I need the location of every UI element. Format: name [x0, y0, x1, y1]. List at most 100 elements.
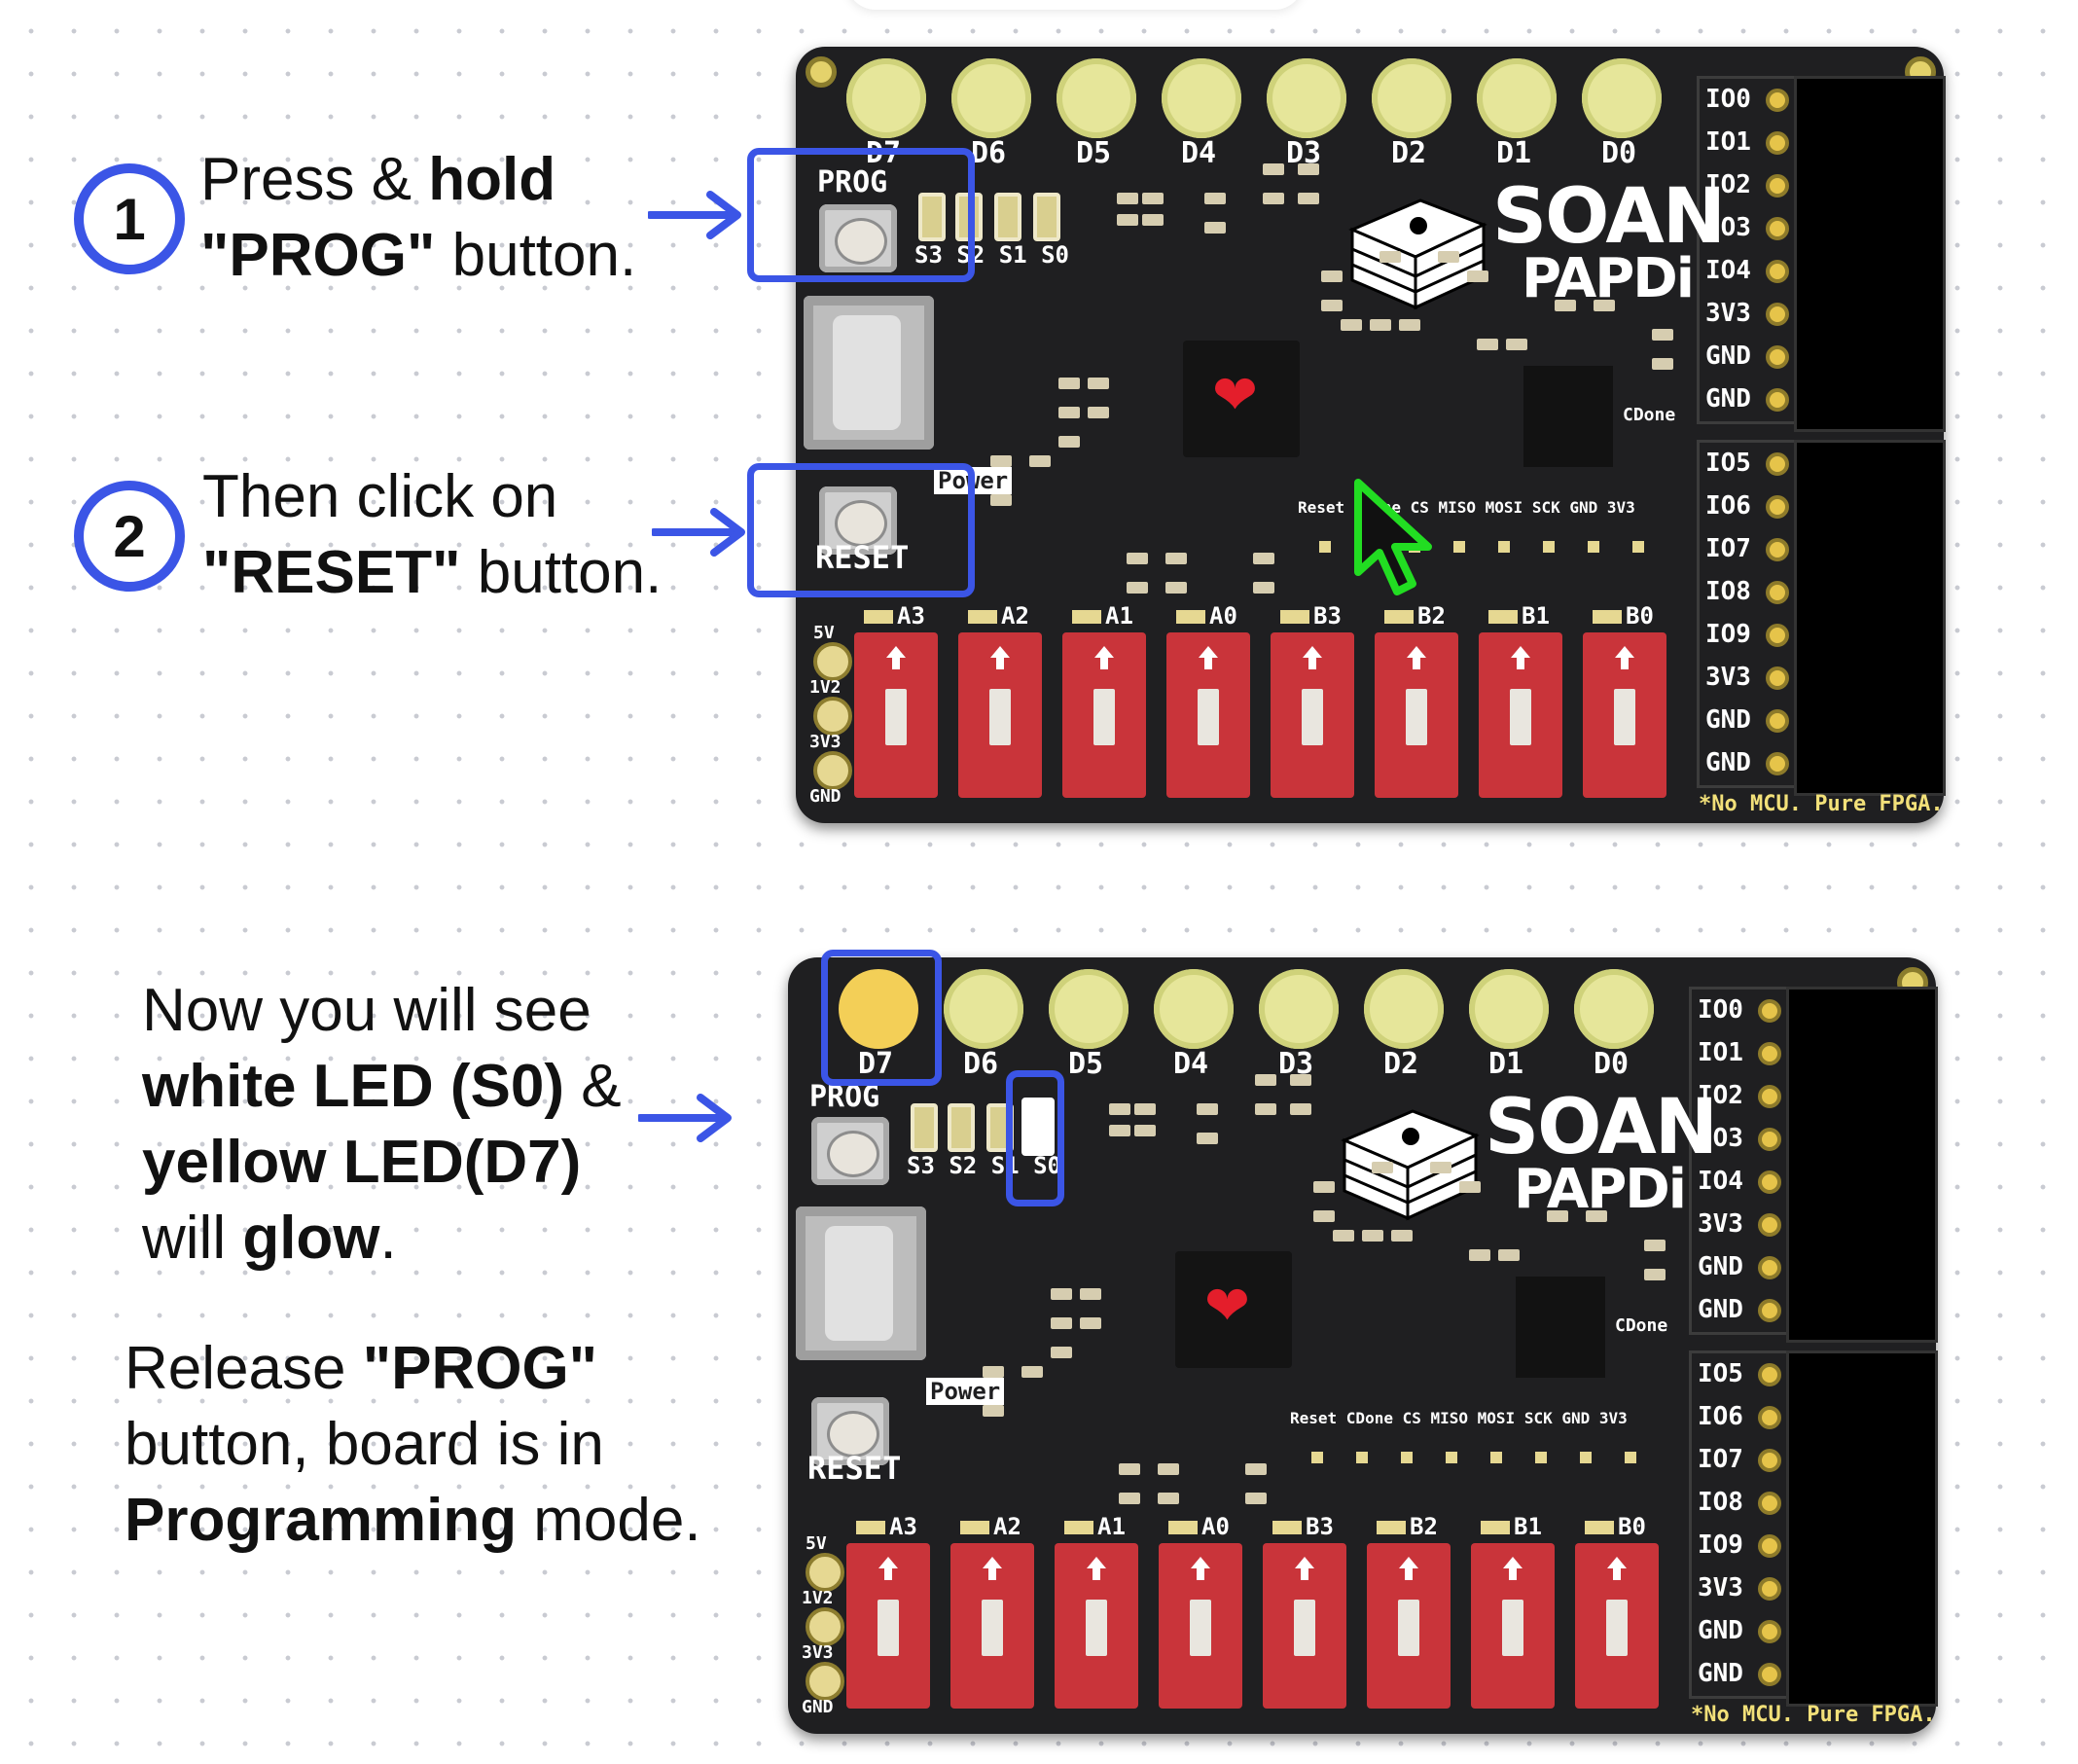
dip-label-a0: A0 — [1176, 604, 1237, 628]
io-pin-row: IO3 — [1700, 207, 1797, 250]
io-pin-pad — [1758, 1085, 1781, 1108]
led-d5 — [1057, 58, 1136, 138]
smd-component — [1080, 1317, 1101, 1329]
io-pin-pad — [1758, 1492, 1781, 1515]
io-pin-label: GND — [1698, 1616, 1743, 1645]
dip-switch-a1[interactable] — [1055, 1543, 1138, 1709]
smd-component — [1644, 1240, 1666, 1251]
pin-gnd-label: GND — [802, 1697, 834, 1717]
reset-button[interactable] — [819, 486, 897, 555]
smd-component — [1594, 300, 1615, 311]
smd-component — [1379, 251, 1401, 263]
dip-switch-a3[interactable] — [846, 1543, 930, 1709]
dip-switch-a0[interactable] — [1159, 1543, 1242, 1709]
footer-note: *No MCU. Pure FPGA. — [1699, 792, 1944, 816]
dip-switch-a1[interactable] — [1062, 632, 1146, 798]
usb-c-port — [796, 1206, 926, 1360]
led-label-d4: D4 — [1181, 136, 1217, 170]
dip-knob — [1606, 1600, 1628, 1656]
dip-switch-a2[interactable] — [958, 632, 1042, 798]
arrow-up-icon — [1303, 646, 1322, 669]
io-pin-row: IO8 — [1700, 571, 1797, 614]
dip-label-a3: A3 — [856, 1515, 917, 1538]
prog-button[interactable] — [811, 1117, 889, 1185]
dip-switch-b1[interactable] — [1471, 1543, 1555, 1709]
header-socket-lower — [1794, 440, 1946, 796]
dip-switch-b2[interactable] — [1367, 1543, 1451, 1709]
step-1-badge: 1 — [74, 163, 185, 274]
step-4-line-3: Programming mode. — [125, 1487, 701, 1554]
dip-switch-b3[interactable] — [1263, 1543, 1346, 1709]
led-d6 — [944, 969, 1023, 1049]
smd-component — [1333, 1230, 1354, 1242]
reset-button[interactable] — [811, 1397, 889, 1465]
fpga-board-top: PROG S3 S2 S1 S0 Power RESET ❤ CDone Res… — [796, 47, 1946, 823]
io-pin-pad — [1766, 345, 1789, 369]
led-d2 — [1364, 969, 1444, 1049]
smd-component — [1158, 1463, 1179, 1475]
led-label-d2: D2 — [1383, 1047, 1419, 1081]
arrow-right-icon — [648, 191, 741, 239]
io-pin-row: IO9 — [1700, 614, 1797, 657]
io-pin-pad — [1766, 303, 1789, 326]
dip-switch-b3[interactable] — [1271, 632, 1354, 798]
arrow-up-icon — [1607, 1557, 1627, 1580]
io-pin-label: GND — [1698, 1659, 1743, 1688]
io-pin-row: GND — [1692, 1610, 1789, 1653]
dip-switch-b1[interactable] — [1479, 632, 1562, 798]
led-label-d7: D7 — [858, 1047, 894, 1081]
led-d7 — [846, 58, 926, 138]
dip-switch-b2[interactable] — [1375, 632, 1458, 798]
smd-component — [990, 494, 1012, 506]
smd-component — [1204, 193, 1226, 204]
io-pin-label: IO7 — [1698, 1445, 1743, 1474]
pin-5v-label: 5V — [806, 1533, 827, 1554]
header-socket-upper — [1794, 76, 1946, 432]
mounting-hole — [806, 56, 837, 88]
smd-component — [1142, 214, 1164, 226]
io-pin-row: 3V3 — [1692, 1204, 1789, 1246]
dip-switch-b0[interactable] — [1583, 632, 1666, 798]
state-led-s0-glowing — [1021, 1098, 1055, 1156]
smd-component — [1469, 1249, 1490, 1261]
smd-component — [1263, 193, 1284, 204]
dip-label-a0: A0 — [1168, 1515, 1230, 1538]
arrow-up-icon — [1399, 1557, 1418, 1580]
dip-switch-a0[interactable] — [1166, 632, 1250, 798]
dip-switch-a2[interactable] — [950, 1543, 1034, 1709]
step-4-line-2: button, board is in — [125, 1411, 604, 1478]
dip-label-b2: B2 — [1384, 604, 1446, 628]
smd-component — [1029, 455, 1051, 467]
spi-header-label: Reset CDone CS MISO MOSI SCK GND 3V3 — [1298, 498, 1635, 517]
step-4-line-1: Release "PROG" — [125, 1335, 598, 1402]
power-label: Power — [926, 1378, 1005, 1405]
pin-5v-pad — [813, 642, 852, 681]
io-pin-row: IO3 — [1692, 1118, 1789, 1161]
io-pin-label: IO2 — [1698, 1081, 1743, 1110]
smd-component — [1127, 582, 1148, 594]
prog-button[interactable] — [819, 204, 897, 272]
io-pin-pad — [1766, 131, 1789, 155]
io-pin-pad — [1758, 1577, 1781, 1601]
io-pin-row: IO8 — [1692, 1482, 1789, 1525]
smd-component — [1341, 319, 1362, 331]
arrow-right-icon — [652, 508, 745, 557]
fpga-chip — [1183, 341, 1300, 457]
dip-switch-a3[interactable] — [854, 632, 938, 798]
arrow-up-icon — [1407, 646, 1426, 669]
io-pin-label: GND — [1698, 1252, 1743, 1281]
arrow-up-icon — [878, 1557, 898, 1580]
dip-switch-b0[interactable] — [1575, 1543, 1659, 1709]
smd-component — [1051, 1347, 1072, 1358]
io-pin-row: GND — [1692, 1653, 1789, 1696]
smd-component — [1370, 319, 1391, 331]
dip-label-a3: A3 — [864, 604, 925, 628]
dip-label-a1: A1 — [1064, 1515, 1126, 1538]
led-d0 — [1574, 969, 1654, 1049]
io-pin-label: IO5 — [1705, 449, 1751, 478]
smd-component — [1088, 378, 1109, 389]
smd-component — [1165, 582, 1187, 594]
io-pin-label: IO6 — [1705, 491, 1751, 521]
dip-knob — [1302, 689, 1323, 745]
